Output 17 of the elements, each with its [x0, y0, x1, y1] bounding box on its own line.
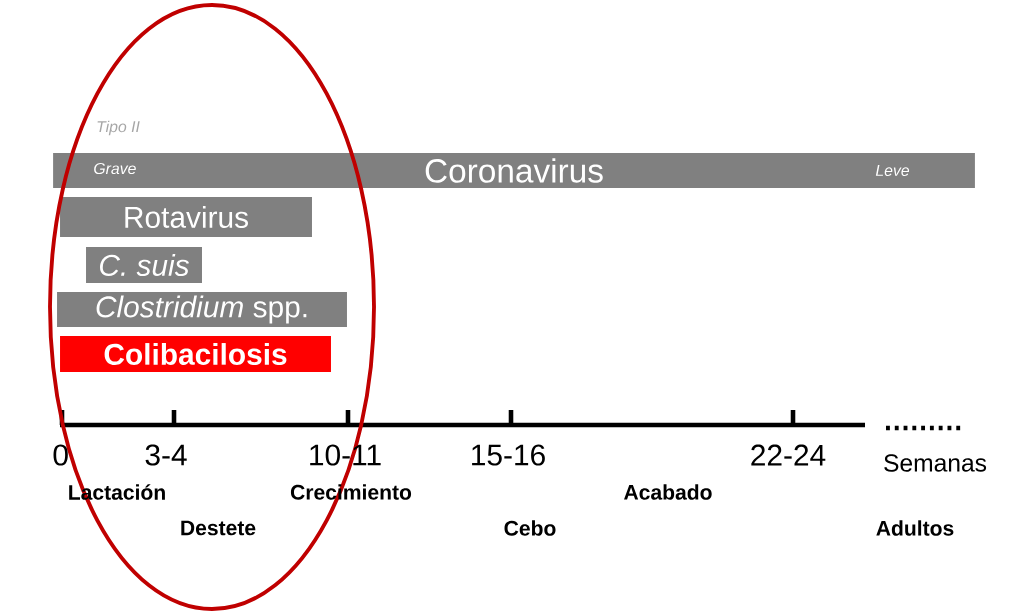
tick-label: 15-16	[472, 444, 545, 466]
bar-label: Coronavirus	[425, 158, 603, 183]
severity-label: Leve	[875, 165, 910, 177]
bar: Clostridium spp.	[57, 292, 347, 327]
phase-label: Destete	[181, 520, 256, 536]
tick-label: 0	[53, 444, 68, 466]
tick-label: 22-24	[751, 444, 826, 466]
bar: Rotavirus	[60, 197, 312, 237]
severity-label: Grave	[94, 162, 136, 175]
axis-unit-label: Semanas	[884, 454, 987, 472]
phase-label: Acabado	[624, 484, 712, 500]
tick-label: 3-4	[145, 444, 187, 466]
phase-label: Adultos	[876, 520, 954, 536]
bar: C. suis	[86, 247, 202, 283]
faint-label: Tipo II	[97, 120, 140, 136]
phase-label: Cebo	[504, 520, 556, 536]
bar: Colibacilosis	[60, 336, 331, 372]
